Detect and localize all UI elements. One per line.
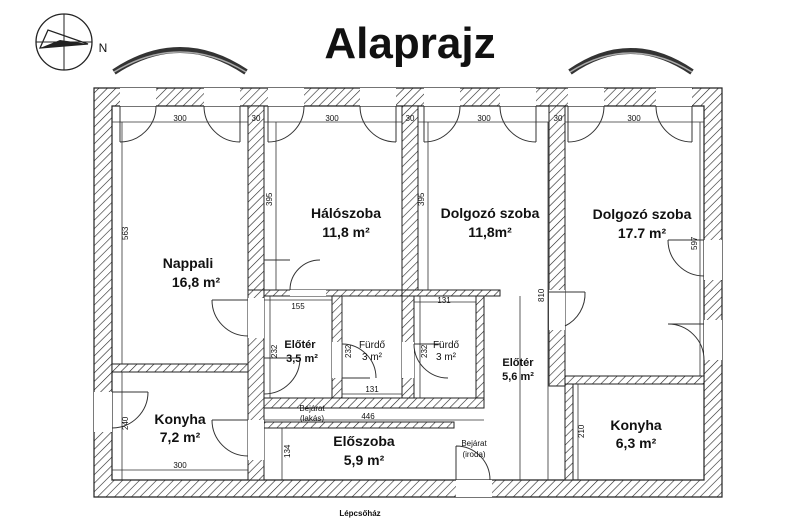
room-name: Konyha [154,411,206,427]
room-konyha-1: Konyha 7,2 m² [154,411,206,445]
compass-north-label: N [99,41,108,55]
decorative-arc-right [568,48,694,75]
door-swings [111,105,705,481]
room-area: 3 m² [362,352,383,363]
room-name: Előtér [284,339,316,351]
room-dolgozo-szoba-2: Dolgozó szoba 17.7 m² [593,206,692,241]
room-area: 16,8 m² [172,274,221,290]
dim-top-300-d: 300 [627,114,641,123]
dim-top-30-a: 30 [252,114,261,123]
room-name: Nappali [163,255,214,271]
dim-halo-395: 395 [265,192,274,206]
entrance-line: (iroda) [462,450,485,459]
dim-top-30-c: 30 [554,114,563,123]
dim-left-563: 563 [121,226,130,240]
entrance-line: Bejárat [299,404,325,413]
room-eloter-1: Előtér 3,5 m² [284,339,318,365]
room-area: 6,3 m² [616,435,657,451]
dim-top-300-b: 300 [325,114,339,123]
door-openings [94,88,722,497]
room-nappali: Nappali 16,8 m² [163,255,221,290]
stairwell-label: Lépcsőház [339,509,380,518]
room-name: Előszoba [333,433,395,449]
room-name: Fürdő [359,340,386,351]
dim-top-300-a: 300 [173,114,187,123]
dim-furdo2-131: 131 [437,296,451,305]
dim-furdo1-232: 232 [344,344,353,358]
dim-top-30-b: 30 [406,114,415,123]
room-furdo-2: Fürdő 3 m² [433,340,460,363]
dim-eloter-232: 232 [270,344,279,358]
decorative-arc-left [112,47,248,75]
dim-top-300-c: 300 [477,114,491,123]
room-eloter-2: Előtér 5,6 m² [502,357,534,383]
dim-eloter-155: 155 [291,302,305,311]
entrance-iroda-label: Bejárat (iroda) [461,439,487,459]
room-dolgozo-szoba-1: Dolgozó szoba 11,8m² [441,205,540,240]
room-area: 5,6 m² [502,371,534,383]
dim-left-240: 240 [121,416,130,430]
dim-konyha1-300: 300 [173,461,187,470]
dim-furdo1-131: 131 [365,385,379,394]
room-area: 5,9 m² [344,452,385,468]
dim-furdo2-232: 232 [420,344,429,358]
dim-dolg-395: 395 [417,192,426,206]
room-furdo-1: Fürdő 3 m² [359,340,386,363]
dimension-lines [112,121,704,480]
entrance-lakas-label: Bejárat (lakás) [299,404,325,423]
entrance-line: (lakás) [300,414,324,423]
entrance-line: Bejárat [461,439,487,448]
room-konyha-2: Konyha 6,3 m² [610,417,662,451]
room-area: 17.7 m² [618,225,667,241]
room-area: 3 m² [436,352,457,363]
room-area: 7,2 m² [160,429,201,445]
dim-konyha2-210: 210 [577,424,586,438]
room-area: 11,8m² [468,224,512,240]
dim-eloter2-810: 810 [537,288,546,302]
room-name: Dolgozó szoba [593,206,692,222]
compass-icon [35,13,93,71]
room-area: 3,5 m² [286,353,318,365]
dim-eloszoba-134: 134 [283,444,292,458]
room-name: Fürdő [433,340,460,351]
room-area: 11,8 m² [322,224,370,240]
room-name: Dolgozó szoba [441,205,540,221]
room-name: Előtér [502,357,534,369]
room-eloszoba: Előszoba 5,9 m² [333,433,395,468]
room-name: Hálószoba [311,205,381,221]
dim-eloszoba-446: 446 [361,412,375,421]
room-haloszoba: Hálószoba 11,8 m² [311,205,381,240]
dim-right-597: 597 [690,236,699,250]
room-name: Konyha [610,417,662,433]
plan-title: Alaprajz [324,19,495,68]
